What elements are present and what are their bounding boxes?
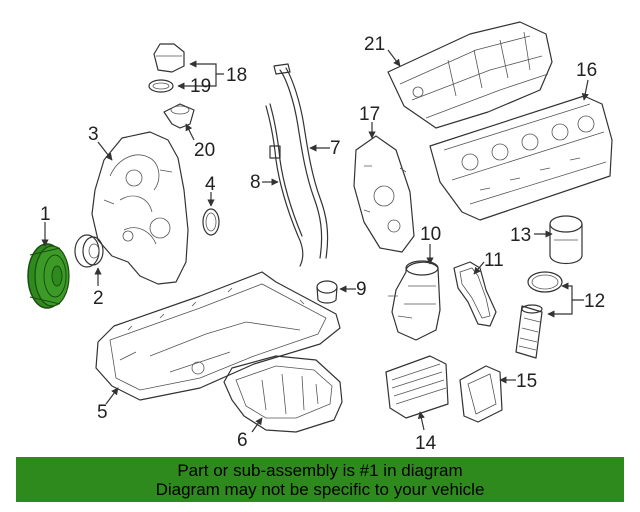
callout-12: 12 — [584, 291, 605, 312]
part-11-filter-housing-gasket[interactable] — [453, 261, 497, 327]
part-6-lower-oil-pan[interactable] — [223, 355, 343, 433]
part-16-cylinder-head-cover[interactable] — [429, 95, 613, 221]
notice-line-1: Part or sub-assembly is #1 in diagram — [177, 461, 463, 480]
callout-17: 17 — [359, 104, 380, 125]
part-9-grommet[interactable] — [316, 280, 338, 304]
part-10-oil-filter-housing[interactable] — [388, 260, 441, 341]
part-5-upper-oil-pan[interactable] — [95, 271, 341, 401]
part-17-cover-plate[interactable] — [353, 135, 415, 253]
part-1-crankshaft-pulley[interactable] — [27, 243, 70, 309]
callout-4: 4 — [205, 174, 216, 195]
callout-20: 20 — [194, 140, 215, 161]
part-15-cooler-gasket[interactable] — [459, 365, 503, 423]
part-4-o-ring[interactable] — [202, 208, 220, 236]
part-13-oil-filter-cap[interactable] — [549, 215, 583, 265]
callout-6: 6 — [237, 430, 248, 451]
callout-3: 3 — [88, 124, 99, 145]
part-20-oil-filler-neck[interactable] — [163, 103, 195, 129]
callout-10: 10 — [420, 224, 441, 245]
highlight-notice-banner: Part or sub-assembly is #1 in diagram Di… — [16, 457, 624, 502]
callout-15: 15 — [516, 371, 537, 392]
notice-line-2: Diagram may not be specific to your vehi… — [155, 480, 485, 499]
callout-16: 16 — [576, 60, 597, 81]
part-18-oil-filler-cap[interactable] — [153, 43, 185, 73]
callout-14: 14 — [415, 433, 437, 454]
callout-11: 11 — [484, 250, 504, 271]
callout-1: 1 — [40, 204, 51, 225]
parts-diagram: 1 2 3 4 5 6 7 8 9 10 11 12 13 14 15 16 1… — [27, 21, 613, 454]
callout-19: 19 — [190, 76, 211, 97]
callout-2: 2 — [93, 288, 104, 309]
callout-7: 7 — [330, 138, 341, 159]
part-2-crankshaft-seal[interactable] — [74, 234, 104, 268]
part-7-dipstick-tube[interactable] — [273, 63, 329, 259]
callout-9: 9 — [356, 279, 367, 300]
callout-5: 5 — [97, 402, 108, 423]
part-14-oil-cooler[interactable] — [385, 355, 449, 419]
part-21-intake-manifold[interactable] — [387, 21, 553, 129]
part-3-timing-cover[interactable] — [91, 131, 189, 285]
part-19-oil-filler-seal[interactable] — [148, 79, 174, 93]
callout-13: 13 — [510, 225, 531, 246]
callout-18: 18 — [226, 65, 247, 86]
part-8-dipstick[interactable] — [265, 103, 304, 267]
part-12-oil-filter[interactable] — [515, 271, 563, 359]
callout-21: 21 — [364, 34, 385, 55]
callout-8: 8 — [250, 172, 261, 193]
